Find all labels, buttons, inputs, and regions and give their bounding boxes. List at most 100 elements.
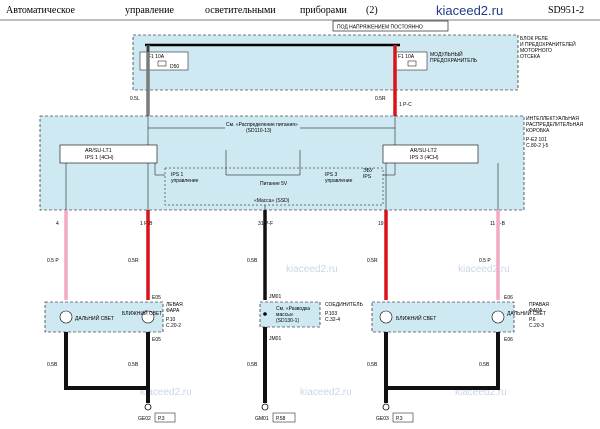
left-connector-bottom: E05: [152, 337, 161, 343]
ground-wire-label-5: 0.5B: [479, 362, 490, 368]
ground-ref-box-2: [272, 412, 296, 423]
ground-ref-box-3: [392, 412, 414, 423]
ground-ref-3: Р.3: [396, 416, 403, 422]
junction-label-2: РАСПРЕДЕЛИТЕЛЬНАЯ: [526, 122, 584, 128]
left-lamp-ref-2: С.20-2: [166, 323, 181, 329]
wire-label-1: 0.5 P: [47, 258, 59, 264]
wire-left-ground: [64, 332, 150, 390]
label-right-feed: 0.5R: [375, 96, 386, 102]
ground-id-1: GE02: [138, 416, 151, 422]
right-low-beam-label: БЛИЖНИЙ СВЕТ: [396, 314, 436, 322]
right-connector-bottom: E06: [504, 337, 513, 343]
right-headlamp-box: [371, 301, 515, 333]
ips-left-name: AR/SU-LT1: [85, 148, 112, 154]
ctrl-left-1: IPS 1: [171, 172, 183, 178]
pin-d4: 19: [378, 221, 384, 227]
fuse-left-icon: [157, 60, 167, 67]
right-high-beam-bulb-icon: [491, 310, 505, 324]
ground-wire-label-4: 0.5B: [367, 362, 378, 368]
watermark-8: kiaceed2.ru: [455, 387, 507, 398]
ground-wire-label-3: 0.5B: [247, 362, 258, 368]
ips-right-name: AR/SU-LT2: [410, 148, 437, 154]
wire-label-5: 0.5 P: [479, 258, 491, 264]
ctrl-left-line: [154, 163, 165, 176]
relay-box-label-1: БЛОК РЕЛЕ: [520, 36, 549, 42]
fuse-left-id: F1 10A: [148, 54, 165, 60]
ground-id-2: GM01: [255, 416, 269, 422]
wire-right-ground: [384, 332, 500, 390]
power-ref-note-1: См. «Распределение питания»: [226, 122, 298, 128]
ground-ref-box-1: [154, 412, 176, 423]
ips-right-block: [382, 144, 479, 164]
ground-symbol-icon-3: [382, 403, 390, 411]
sheet-code: SD951-2: [548, 5, 584, 16]
title-word-4: приборами: [300, 5, 348, 16]
site-name: kiaceed2.ru: [436, 3, 503, 18]
left-low-beam-label: БЛИЖНИЙ СВЕТ: [122, 309, 162, 317]
fuse-left-sub: D50: [170, 64, 179, 70]
junction-label-3: КОРОБКА: [526, 128, 550, 134]
splice-ref-2: С.32-4: [325, 317, 340, 323]
ctrl-left-2: управление: [171, 178, 199, 184]
fuse-caption-2: ПРЕДОХРАНИТЕЛЬ: [430, 58, 478, 64]
title-word-2: управление: [125, 5, 175, 16]
ecu-label-2: IPS: [363, 174, 372, 180]
right-high-beam-label: ДАЛЬНИЙ СВЕТ: [507, 309, 546, 317]
power-note-box: [332, 20, 449, 32]
left-lamp-label-2: ФАРА: [166, 308, 180, 314]
ground-wire-label-1: 0.5B: [47, 362, 58, 368]
ctrl-right-line: [383, 163, 396, 176]
left-high-beam-label: ДАЛЬНИЙ СВЕТ: [75, 314, 114, 322]
fuse-right-id: F1 10A: [398, 54, 415, 60]
title-word-1: Автоматическое: [6, 5, 76, 16]
watermark-6: kiaceed2.ru: [140, 387, 192, 398]
left-connector-top: E05: [152, 295, 161, 301]
ips-right-ch: IPS 3 (4CH): [410, 155, 439, 161]
splice-box: [259, 301, 321, 328]
supply-line: [225, 150, 301, 176]
fuse-caption-1: МОДУЛЬНЫЙ: [430, 50, 463, 58]
ground-ref-1: Р.3: [158, 416, 165, 422]
ground-label: «Масса» (SSD): [254, 198, 290, 204]
ground-wire-label-2: 0.5B: [128, 362, 139, 368]
splice-ref-1: Р.103: [325, 311, 337, 317]
right-lamp-label-2: ФАРА: [529, 308, 543, 314]
left-high-beam-bulb-icon: [59, 310, 73, 324]
splice-label: СОЕДИНИТЕЛЬ: [325, 302, 364, 308]
relay-box-label-4: ОТСЕКА: [520, 54, 541, 60]
junction-label-1: ИНТЕЛЛЕКТУАЛЬНАЯ: [526, 116, 579, 122]
wire-label-2: 0.5R: [128, 258, 139, 264]
relay-box-label-3: МОТОРНОГО: [520, 48, 552, 54]
supply-label: Питание 5V: [260, 181, 288, 187]
ground-id-3: GE03: [376, 416, 389, 422]
splice-note-3: (SD130-1): [276, 318, 299, 324]
right-lamp-ref-1: Р.6: [529, 317, 536, 323]
relay-box-label-2: И ПРЕДОХРАНИТЕЛЕЙ: [520, 40, 576, 48]
label-right-pin: 1 P-C: [399, 102, 412, 108]
title-word-3: осветительными: [205, 5, 276, 16]
pin-d1: 4: [56, 221, 59, 227]
ground-symbol-icon-1: [144, 403, 152, 411]
splice-pin-top: JM01: [269, 294, 281, 300]
left-lamp-ref-1: Р.10: [166, 317, 176, 323]
ecu-box: [164, 167, 384, 206]
ctrl-right-2: управление: [325, 178, 353, 184]
watermark-5: kiaceed2.ru: [458, 264, 510, 275]
left-low-beam-bulb-icon: [141, 310, 155, 324]
wire-label-3: 0.5B: [247, 258, 258, 264]
ips-left-ch: IPS 1 (4CH): [85, 155, 114, 161]
junction-ref-1: Р-Е2 101: [526, 137, 547, 143]
junction-ref-2: С.80-2 ]-5: [526, 143, 548, 149]
right-lamp-ref-2: С.20-3: [529, 323, 544, 329]
ctrl-right-1: IPS 3: [325, 172, 337, 178]
fuse-right-icon: [407, 60, 417, 67]
wire-label-4: 0.5R: [367, 258, 378, 264]
ecu-label-1: ЭБУ: [363, 168, 374, 174]
ground-symbol-icon-2: [261, 403, 269, 411]
ground-ref-2: Р.58: [276, 416, 286, 422]
ips-left-block: [59, 144, 158, 164]
title-word-5: (2): [366, 5, 378, 16]
splice-pin-bottom: JM01: [269, 336, 281, 342]
